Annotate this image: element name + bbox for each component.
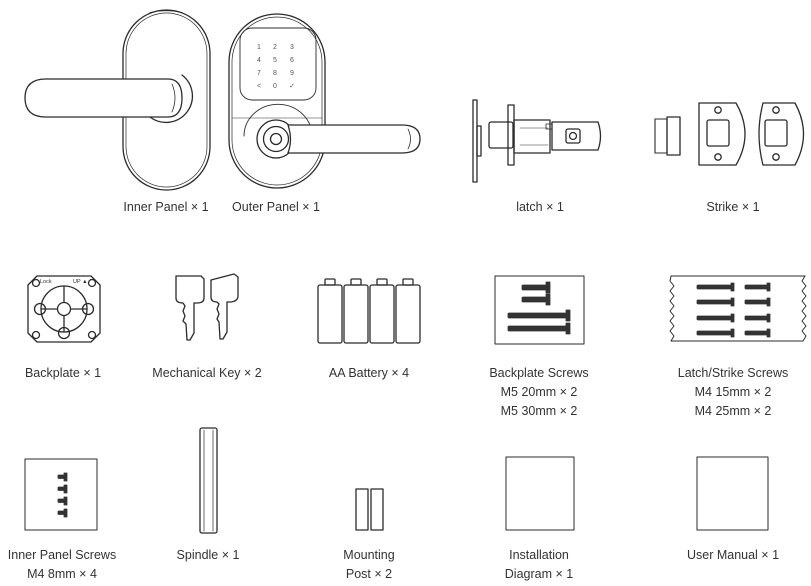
key-label: 8	[273, 70, 277, 77]
mechanical-key-illustration	[175, 273, 239, 341]
caption-inner-panel: Inner Panel × 1	[123, 200, 209, 214]
key-label: ✓	[289, 83, 295, 90]
caption-user-manual: User Manual × 1	[686, 548, 780, 562]
caption-spindle: Spindle × 1	[176, 548, 240, 562]
caption-mounting-post: Mounting Post × 2	[343, 548, 395, 581]
key-label: 7	[257, 70, 261, 77]
caption-latch-strike-screws: Latch/Strike Screws M4 15mm × 2 M4 25mm …	[677, 366, 789, 418]
backplate-up-label: UP ▲	[73, 279, 88, 285]
key-label: 1	[257, 44, 261, 51]
caption-inner-panel-screws: Inner Panel Screws M4 8mm × 4	[7, 548, 117, 581]
spindle-illustration	[199, 427, 218, 534]
outer-panel-illustration	[228, 13, 421, 189]
caption-strike: Strike × 1	[706, 200, 760, 214]
strike-illustration	[654, 102, 805, 166]
key-label: 3	[290, 44, 294, 51]
key-label: 2	[273, 44, 277, 51]
inner-panel-illustration	[24, 9, 211, 191]
inner-panel-screws-illustration	[24, 458, 98, 531]
backplate-illustration	[27, 275, 101, 343]
caption-outer-panel: Outer Panel × 1	[232, 200, 320, 214]
key-label: 4	[257, 57, 261, 64]
keypad: 1 2 3 4 5 6 7 8 9 < 0 ✓	[257, 44, 295, 90]
backplate-screws-illustration	[494, 275, 585, 345]
caption-backplate: Backplate × 1	[24, 366, 102, 380]
caption-backplate-screws: Backplate Screws M5 20mm × 2 M5 30mm × 2	[489, 366, 589, 418]
key-label: 0	[273, 83, 277, 90]
latch-illustration	[472, 99, 602, 183]
caption-aa-battery: AA Battery × 4	[328, 366, 410, 380]
caption-mechanical-key: Mechanical Key × 2	[152, 366, 262, 380]
installation-diagram-illustration	[505, 456, 575, 531]
latch-strike-screws-illustration	[669, 275, 807, 342]
aa-battery-illustration	[317, 278, 421, 344]
user-manual-illustration	[696, 456, 769, 531]
key-label: <	[257, 83, 261, 90]
caption-installation-diagram: Installation Diagram × 1	[504, 548, 574, 581]
key-label: 9	[290, 70, 294, 77]
backplate-lock-label: Lock	[40, 279, 52, 285]
key-label: 6	[290, 57, 294, 64]
mounting-post-illustration	[355, 488, 384, 531]
caption-latch: latch × 1	[516, 200, 564, 214]
key-label: 5	[273, 57, 277, 64]
